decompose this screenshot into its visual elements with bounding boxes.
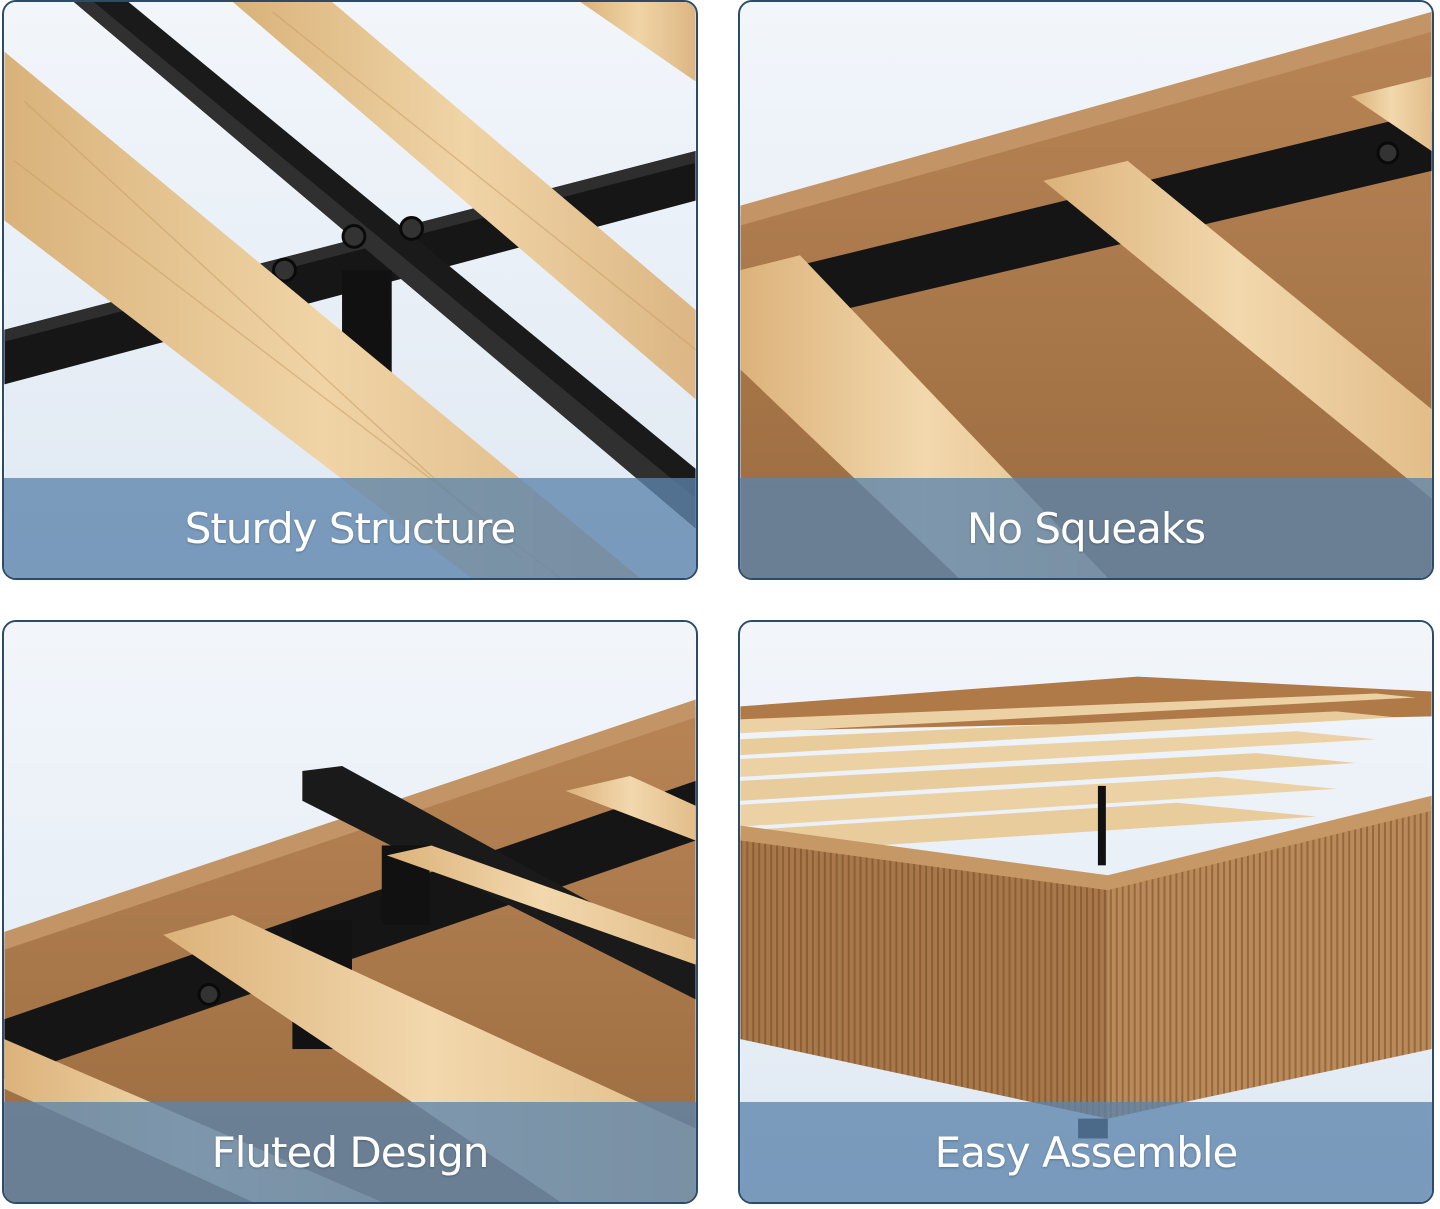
bolt-icon xyxy=(197,983,221,1006)
wood-slat-graphic xyxy=(1351,76,1432,151)
caption-band: Sturdy Structure xyxy=(4,478,696,578)
caption-band: Fluted Design xyxy=(4,1102,696,1202)
wood-slat-graphic xyxy=(232,2,696,400)
feature-panel-sturdy-structure: Sturdy Structure xyxy=(2,0,698,580)
wood-slat-graphic xyxy=(386,845,696,965)
bolt-icon xyxy=(272,257,297,283)
bolt-icon xyxy=(399,216,424,241)
wood-slat-graphic xyxy=(565,775,696,841)
panel-caption: Sturdy Structure xyxy=(184,503,517,553)
feature-panel-no-squeaks: No Squeaks xyxy=(738,0,1434,580)
panel-caption: Fluted Design xyxy=(211,1127,490,1177)
feature-panel-easy-assemble: Easy Assemble xyxy=(738,620,1434,1204)
feature-panel-fluted-design: Fluted Design xyxy=(2,620,698,1204)
wood-slat-graphic xyxy=(4,51,640,578)
panel-caption: No Squeaks xyxy=(966,503,1206,553)
wood-slat-graphic xyxy=(1043,160,1432,499)
fluted-panel-graphic xyxy=(740,835,1108,1119)
bolt-icon xyxy=(341,223,367,249)
bolt-icon xyxy=(1376,141,1400,165)
caption-band: Easy Assemble xyxy=(740,1102,1432,1202)
fluted-panel-graphic xyxy=(1107,805,1432,1119)
panel-caption: Easy Assemble xyxy=(934,1127,1239,1177)
wood-slat-graphic xyxy=(580,2,696,82)
caption-band: No Squeaks xyxy=(740,478,1432,578)
wood-slat-graphic xyxy=(740,693,1416,855)
sturdy-structure-illustration xyxy=(4,2,696,578)
